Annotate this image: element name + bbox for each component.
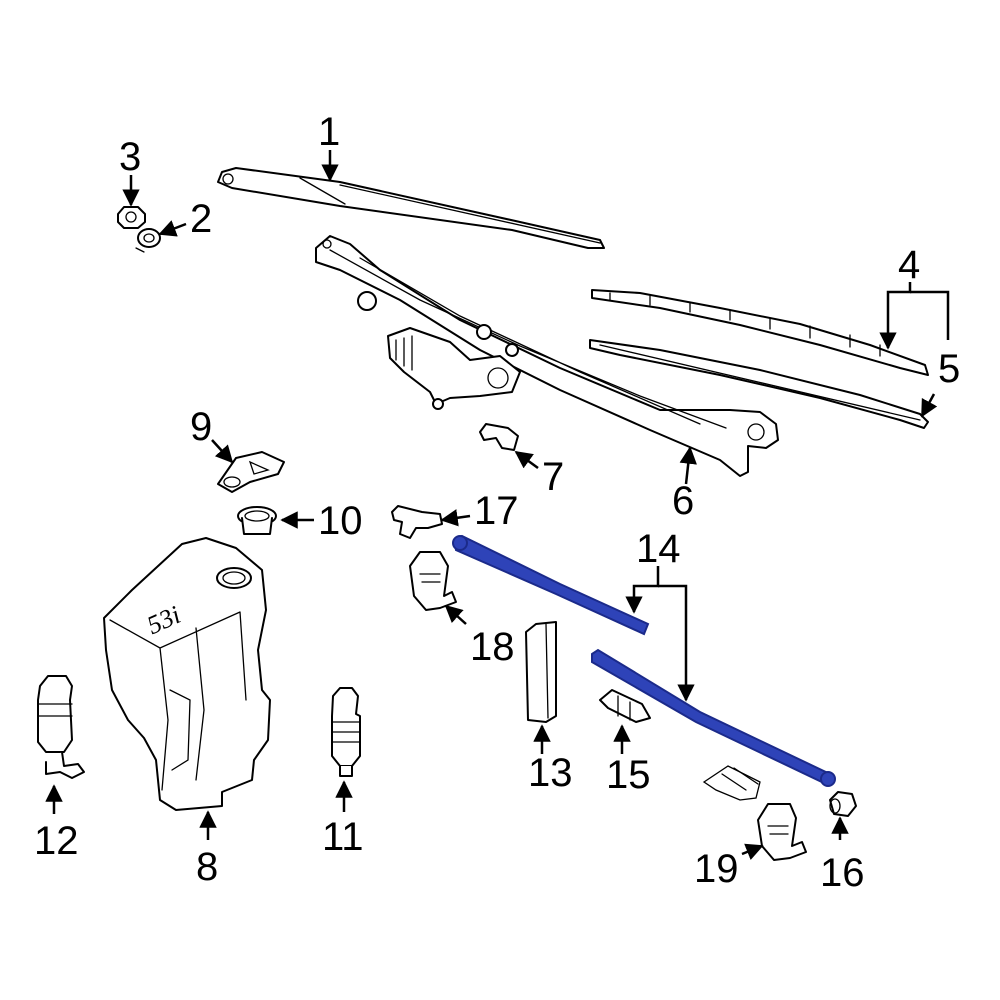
washer-hose-upper [452, 534, 650, 636]
washer-reservoir: 53i [103, 537, 271, 811]
clip [479, 423, 519, 451]
callout-9: 9 [190, 405, 212, 449]
callout-8: 8 [196, 845, 218, 889]
callout-7: 7 [542, 455, 564, 499]
callout-19: 19 [694, 847, 739, 891]
callout-17: 17 [474, 489, 519, 533]
callout-12: 12 [34, 819, 79, 863]
callout-1: 1 [318, 110, 340, 154]
callout-13: 13 [528, 751, 573, 795]
washer-nozzle-left [409, 551, 457, 611]
callout-3: 3 [119, 135, 141, 179]
washer-hose-lower [591, 648, 836, 787]
grommet [237, 506, 277, 535]
hose-connector [829, 791, 857, 817]
washer [135, 228, 161, 253]
cover-panel [525, 621, 557, 723]
callout-18: 18 [470, 625, 515, 669]
callout-2: 2 [190, 197, 212, 241]
wiper-arm [217, 167, 605, 249]
nut [117, 206, 146, 229]
tee-fitting [391, 505, 443, 539]
callout-15: 15 [606, 753, 651, 797]
wiper-linkage-motor-assembly [315, 235, 779, 477]
hose-clip [599, 689, 651, 723]
filler-cap-flange [217, 451, 285, 493]
callout-10: 10 [318, 499, 363, 543]
callout-4: 4 [898, 243, 920, 287]
wiper-blade [589, 339, 929, 429]
callout-16: 16 [820, 851, 865, 895]
callout-labels: 1 2 3 4 5 6 7 8 9 10 11 12 13 14 15 16 1… [34, 110, 960, 895]
leader-lines [45, 150, 950, 860]
callout-14: 14 [636, 527, 681, 571]
callout-5: 5 [938, 347, 960, 391]
callout-11: 11 [322, 815, 364, 859]
washer-nozzle-right [757, 803, 807, 861]
wiper-blade-with-spoiler [591, 289, 929, 376]
hose-clip-outline [702, 765, 761, 801]
callout-6: 6 [672, 479, 694, 523]
washer-pump [331, 687, 361, 777]
washer-pump-dual [37, 675, 85, 779]
